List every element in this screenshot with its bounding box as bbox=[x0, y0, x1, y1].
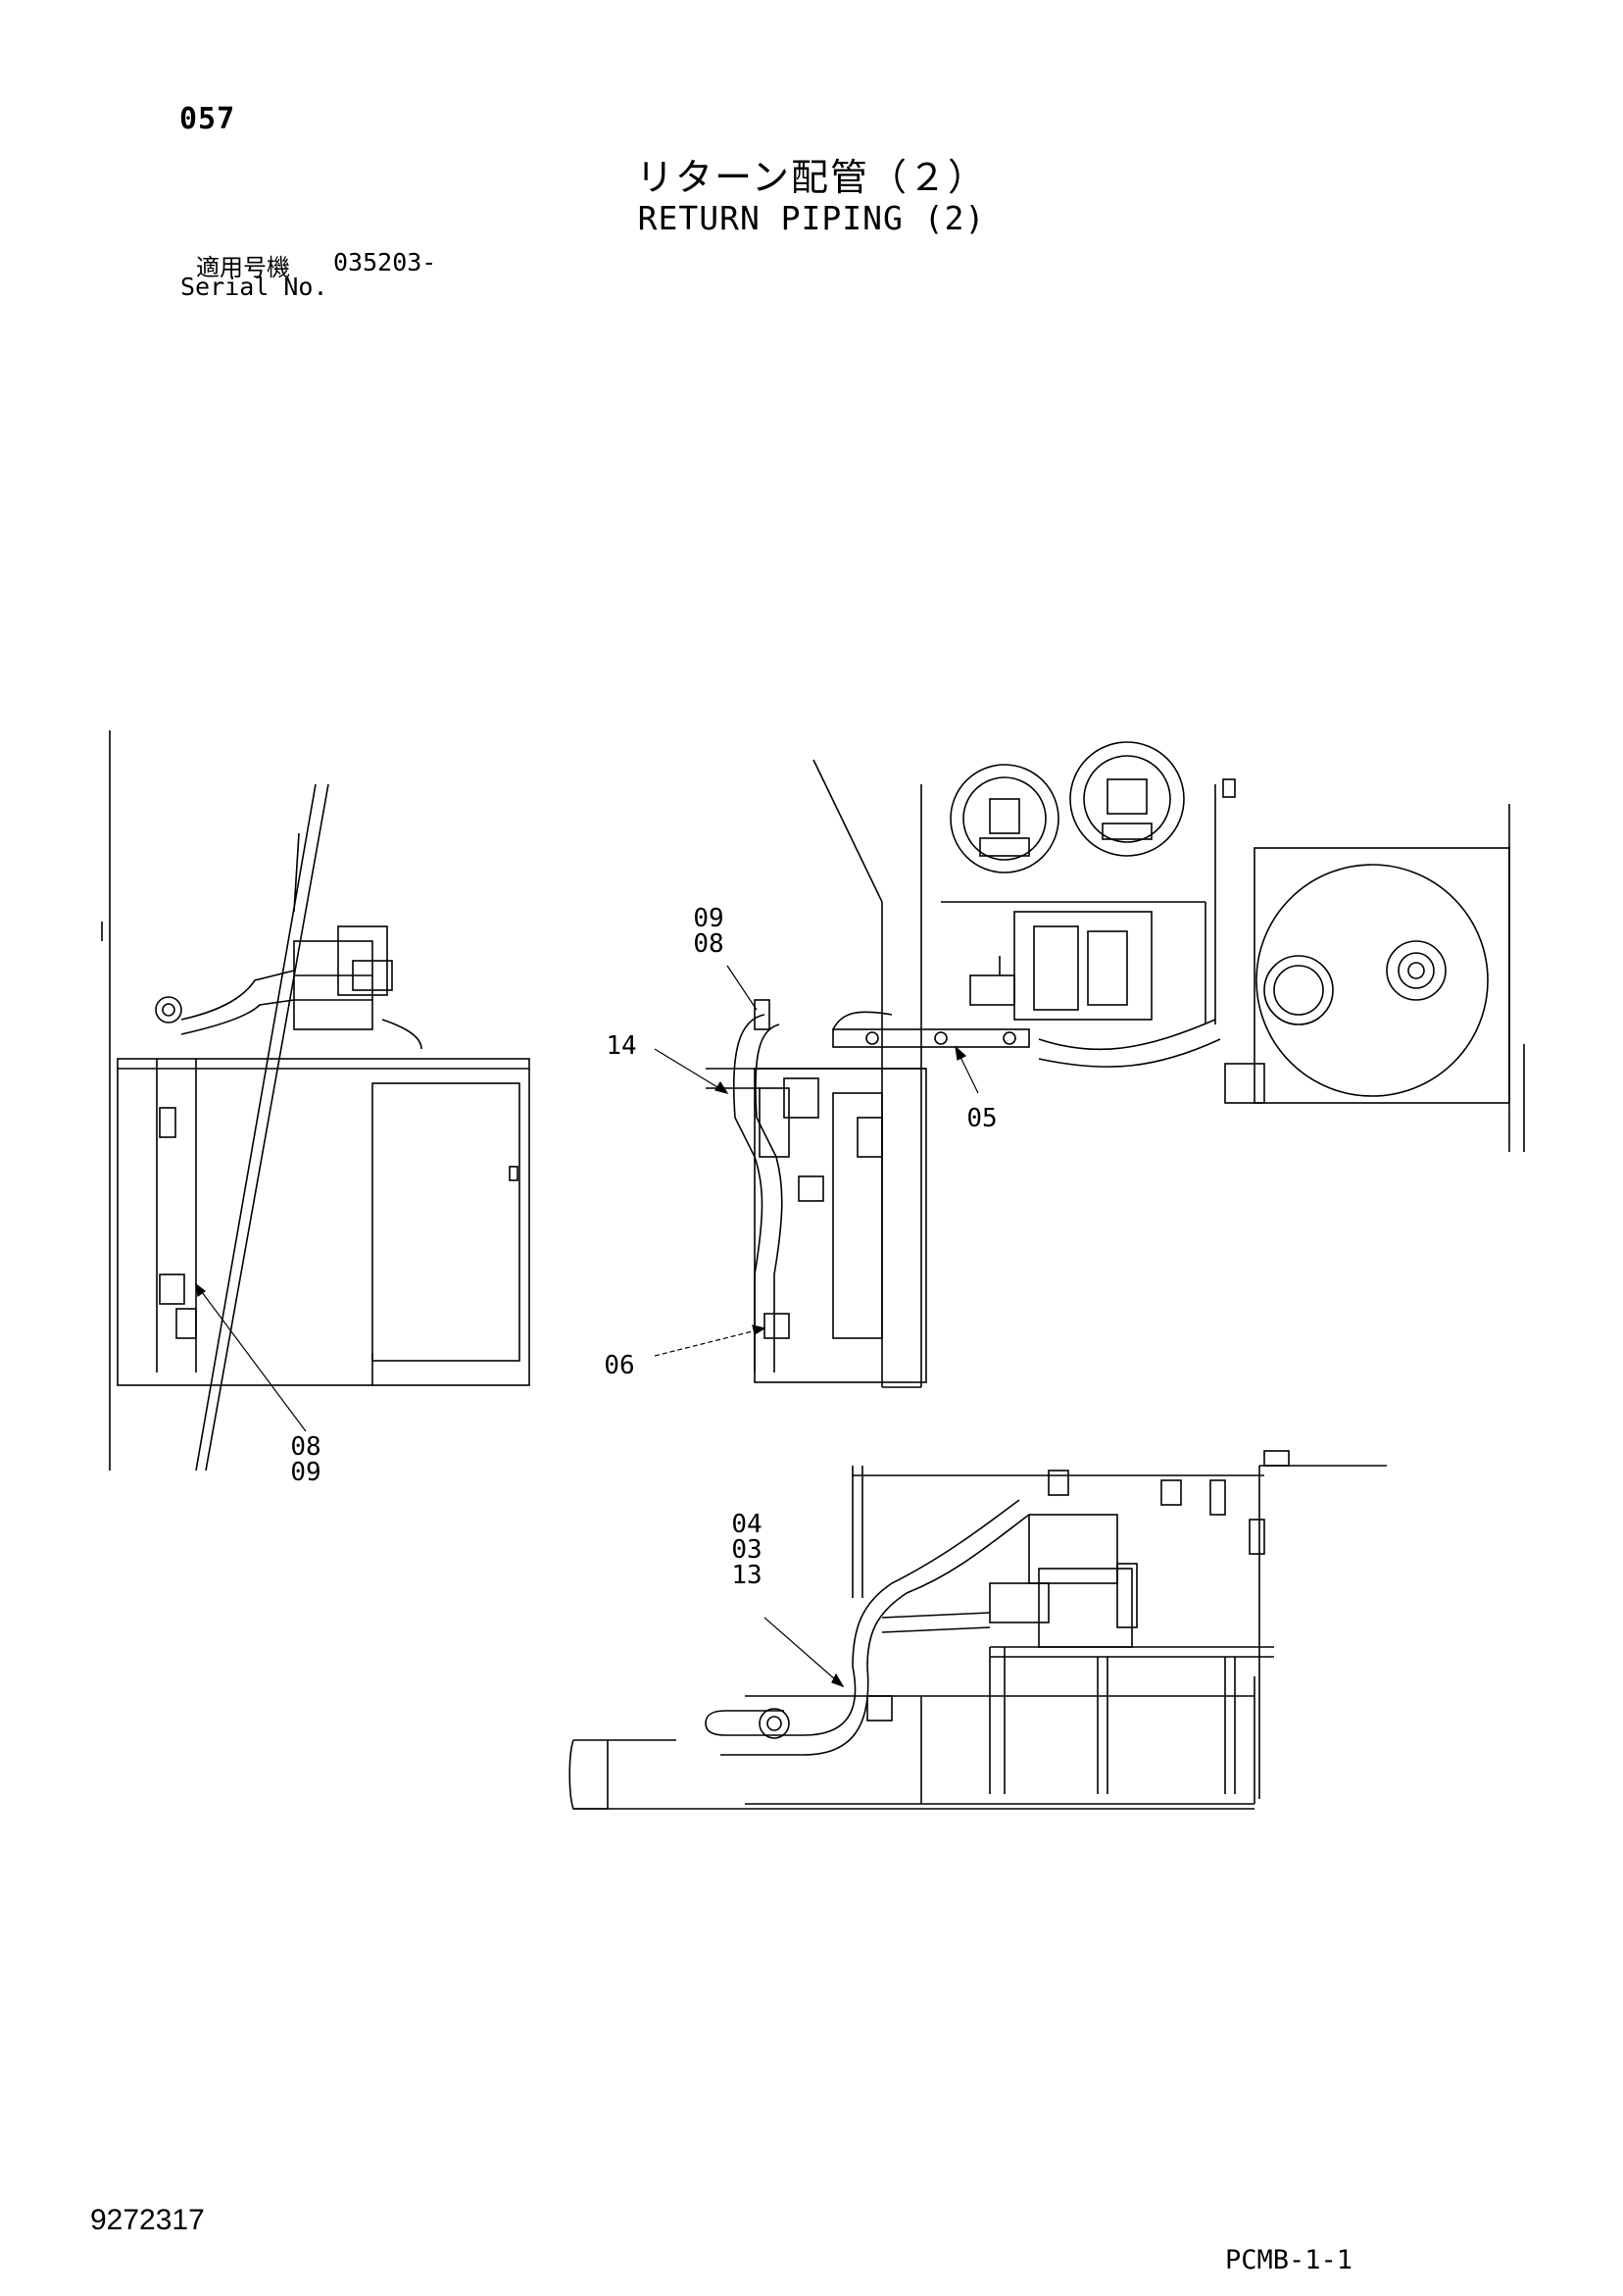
document-number: 9272317 bbox=[90, 2204, 205, 2236]
serial-number: 035203- bbox=[333, 248, 437, 276]
upper-right-view bbox=[706, 741, 1525, 1388]
callout-09-08-top: 09 08 bbox=[693, 904, 724, 959]
callout-05: 05 bbox=[966, 1104, 998, 1133]
serial-label-english: Serial No. bbox=[180, 273, 328, 301]
page-title-english: RETURN PIPING (2) bbox=[637, 199, 986, 237]
callout-14: 14 bbox=[606, 1031, 637, 1061]
callout-04-03-13: 04 03 13 bbox=[731, 1510, 762, 1590]
callout-08-09-left: 08 09 bbox=[290, 1432, 321, 1487]
lower-view bbox=[568, 1450, 1387, 1810]
page-number: 057 bbox=[179, 102, 236, 136]
sheet-code: PCMB-1-1 bbox=[1225, 2245, 1353, 2275]
serial-label-japanese: 適用号機 bbox=[196, 254, 290, 281]
left-view bbox=[101, 730, 530, 1472]
page-title-japanese: リターン配管（２） bbox=[635, 156, 988, 199]
callout-06: 06 bbox=[604, 1351, 635, 1380]
leader-lines bbox=[195, 965, 979, 1688]
